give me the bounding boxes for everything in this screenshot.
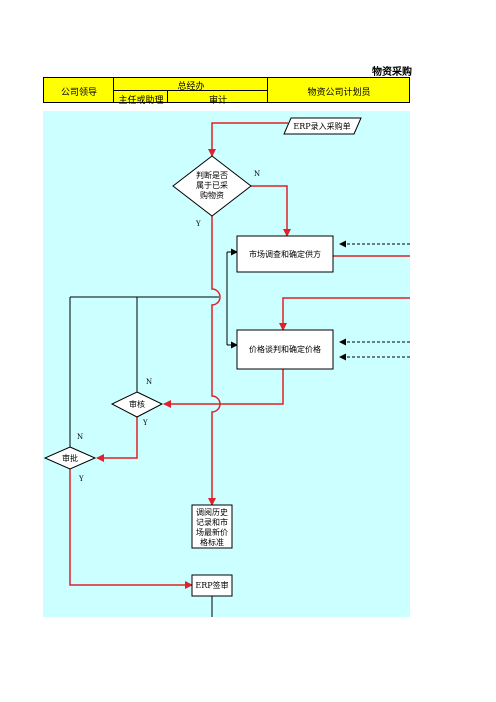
history-box: [191, 504, 233, 549]
header-audit: 审计: [208, 96, 227, 106]
flow-arrow: [163, 369, 284, 408]
history-label-line: 格标准: [200, 537, 224, 547]
page-title: 物资采购: [372, 67, 412, 78]
history-label-line: 记录和市: [196, 517, 228, 527]
header-divider: [113, 90, 267, 91]
judge-label-line: 购物资: [200, 190, 224, 200]
flow-arrow: [96, 417, 138, 462]
judge-label-line: 属于已采: [196, 180, 228, 190]
flow-arrow: [251, 185, 291, 237]
judge-decision: [172, 155, 252, 217]
flow-arrow: [279, 297, 410, 331]
approve-label: 审批: [62, 453, 78, 463]
flow-arrow: [208, 216, 221, 506]
judge-label-line: 判断是否: [196, 170, 228, 180]
approve-no-label: N: [77, 433, 83, 441]
header-leader: 公司领导: [60, 88, 97, 98]
approve-decision: [43, 446, 97, 470]
audit-no-label: N: [146, 378, 152, 386]
audit-label: 审核: [129, 399, 145, 409]
audit-decision: [110, 391, 164, 418]
judge-no-label: N: [254, 170, 260, 178]
red-flow: [69, 122, 410, 589]
erp-entry-node: [283, 117, 362, 135]
history-label-line: 调阅历史: [196, 507, 228, 517]
market-survey-label: 市场调查和确定供方: [249, 249, 321, 259]
header-divider: [267, 78, 268, 102]
header-director: 主任或助理: [118, 96, 164, 106]
erp-sign-box: [191, 574, 233, 597]
market-survey-box: [236, 235, 334, 273]
approve-yes-label: Y: [78, 475, 84, 483]
flow-arrow: [208, 122, 288, 157]
swimlane-header: 公司领导 总经办 主任或助理 审计 物资公司计划员: [43, 77, 410, 106]
judge-yes-label: Y: [195, 220, 201, 228]
price-negotiation-box: [236, 329, 334, 370]
price-negotiation-label: 价格谈判和确定价格: [249, 344, 321, 354]
history-label-line: 场最新价: [196, 527, 228, 537]
flow-arrow: [69, 469, 193, 589]
erp-entry-label: ERP录入采购单: [293, 121, 350, 131]
header-planner: 物资公司计划员: [307, 88, 371, 98]
header-general-office: 总经办: [177, 82, 205, 92]
audit-yes-label: Y: [142, 419, 148, 427]
header-divider: [167, 90, 168, 102]
erp-sign-label: ERP签审: [195, 580, 228, 590]
dashed-connectors: [339, 240, 410, 361]
